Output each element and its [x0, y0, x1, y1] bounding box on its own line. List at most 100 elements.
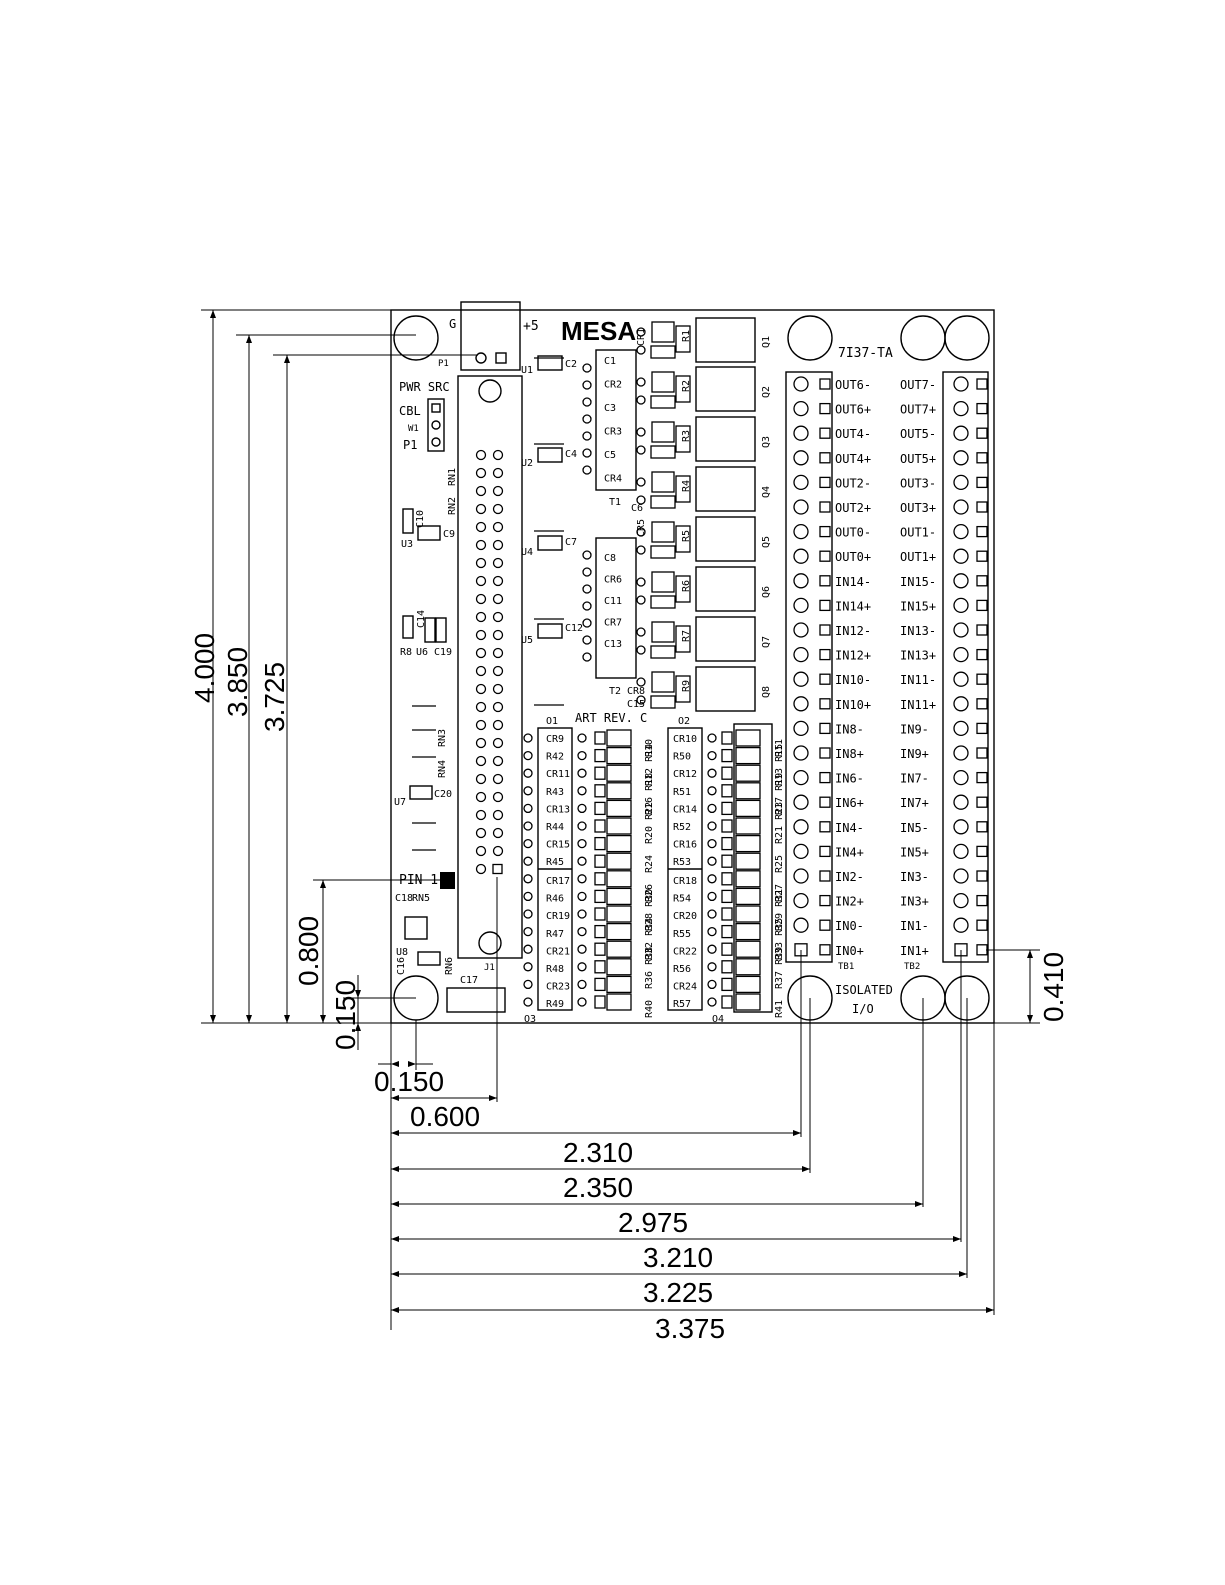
via — [577, 962, 587, 972]
j1-pin — [475, 845, 487, 857]
dimension-arrow — [355, 990, 361, 998]
j1-pin — [475, 593, 487, 605]
diode — [651, 621, 675, 643]
tb1-pad — [819, 796, 831, 808]
dimension-arrow — [1027, 1015, 1033, 1023]
dimension-arrow — [391, 1130, 399, 1136]
capacitor — [650, 395, 676, 409]
resistor-label: R20 R22 — [644, 802, 655, 844]
tb1-terminal — [793, 794, 809, 810]
tb1-terminal — [793, 548, 809, 564]
resistor — [606, 958, 632, 976]
smd-pad — [594, 977, 606, 992]
relay-label: Q2 — [761, 386, 772, 398]
via — [707, 979, 717, 990]
c14-label: C14 — [416, 610, 427, 628]
resistor — [606, 975, 632, 994]
j1-pin — [492, 863, 503, 875]
tb2-pad — [976, 722, 988, 735]
tb1-terminal — [793, 450, 809, 466]
component-label: CR17 — [546, 876, 570, 887]
j1-pin — [475, 773, 487, 785]
component-label: CR7 — [604, 618, 622, 629]
dimension-arrow — [953, 1236, 961, 1242]
via — [636, 495, 646, 505]
via — [523, 874, 533, 884]
tb1-pad — [819, 501, 831, 513]
tb1-pad — [819, 747, 831, 759]
dimension-arrow — [391, 1271, 399, 1277]
j1-pin — [492, 521, 504, 533]
resistor-label: R21 R23 — [774, 802, 785, 844]
smd-pad — [721, 731, 733, 745]
resistor — [675, 325, 691, 353]
tb1-terminal — [793, 868, 809, 884]
u4-label: U4 — [521, 547, 533, 558]
via — [707, 750, 717, 761]
component-label: CR16 — [673, 840, 697, 851]
via — [582, 465, 592, 475]
j1-pin — [492, 827, 504, 839]
j1-pin — [475, 683, 487, 695]
component-label: R49 — [546, 999, 564, 1010]
resistor-label: R28 R30 — [644, 889, 655, 931]
relay-label: Q3 — [761, 436, 772, 448]
resistor — [606, 870, 632, 888]
tb2-label: IN13+ — [900, 649, 936, 663]
smd-pad — [721, 977, 733, 992]
tb2-pad — [976, 673, 988, 685]
j1-pin — [492, 557, 504, 569]
tb1-label: IN0- — [835, 919, 864, 933]
j1-pin — [492, 755, 504, 767]
j1-pin — [492, 575, 504, 587]
resistor-label: R40 — [644, 1000, 655, 1018]
tb1-pad — [819, 525, 831, 538]
via — [523, 856, 533, 866]
resistor-label: R5 — [681, 530, 692, 542]
tb2-terminal — [953, 769, 969, 786]
ground-label: G — [449, 317, 456, 331]
via — [523, 750, 533, 761]
j1-pin — [492, 665, 504, 677]
dimension-arrow — [793, 1130, 801, 1136]
resistor — [606, 834, 632, 853]
tb2-pad — [976, 771, 988, 784]
resistor — [606, 817, 632, 835]
tb2-pad — [976, 452, 988, 464]
tb2-terminal — [953, 499, 969, 515]
j1-pin — [475, 503, 487, 515]
dimension-arrow — [355, 1023, 361, 1031]
component-label: R48 — [546, 964, 564, 975]
dim-h-2310: 2.310 — [563, 1137, 633, 1168]
resistor-label: R17 R19 — [774, 773, 785, 815]
smd-pad — [721, 748, 733, 763]
u2-label: U2 — [521, 458, 533, 469]
dim-0410: 0.410 — [1038, 952, 1069, 1022]
component-label: CR13 — [546, 804, 570, 815]
dimension-arrow — [391, 1166, 399, 1172]
relay-label: Q8 — [761, 686, 772, 698]
via — [577, 768, 587, 778]
resistor — [735, 834, 761, 853]
tb1-label: OUT0- — [835, 526, 871, 540]
c19-label: C19 — [434, 647, 452, 658]
smd-pad — [594, 801, 606, 816]
resistor — [735, 940, 761, 958]
component-label: CR6 — [604, 575, 622, 586]
tb1-terminal — [793, 499, 809, 515]
j1-pin — [475, 719, 487, 731]
tb2-label: IN13- — [900, 624, 936, 638]
tb2-terminal — [953, 720, 969, 737]
tb2-label: IN9+ — [900, 747, 929, 761]
resistor — [606, 729, 632, 747]
rn5-label: RN5 — [412, 893, 430, 904]
smd-pad — [721, 819, 733, 833]
resistor — [735, 905, 761, 923]
resistor-label: R13 R15 — [774, 744, 785, 786]
smd-pad — [721, 801, 733, 816]
smd-pad — [721, 960, 733, 974]
tb1-label: OUT0+ — [835, 550, 871, 564]
dim-h-3210: 3.210 — [643, 1242, 713, 1273]
smd-pad — [594, 748, 606, 763]
component-label: R53 — [673, 857, 691, 868]
